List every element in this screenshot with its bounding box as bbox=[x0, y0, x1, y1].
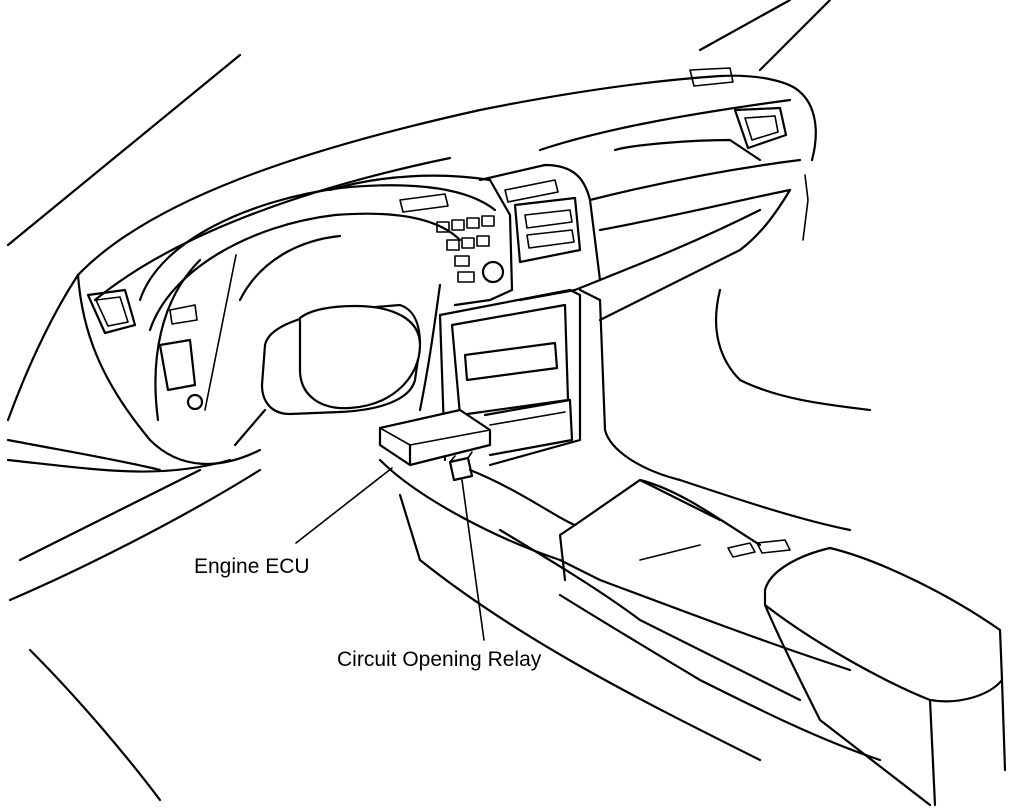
console-armrest bbox=[763, 546, 1007, 807]
steering-column bbox=[233, 303, 422, 447]
right-dash bbox=[588, 138, 872, 532]
windshield-pillars bbox=[6, 0, 832, 247]
center-panel bbox=[478, 163, 602, 302]
relay-leader-line bbox=[461, 479, 485, 641]
center-stack-lower bbox=[438, 288, 602, 467]
center-console bbox=[378, 458, 882, 762]
leader-lines bbox=[295, 467, 485, 641]
circuit-opening-relay-part bbox=[448, 451, 474, 482]
circuit-opening-relay-label: Circuit Opening Relay bbox=[337, 648, 542, 671]
engine-ecu-label: Engine ECU bbox=[194, 555, 310, 578]
engine-ecu-box bbox=[378, 408, 492, 467]
dashboard-top bbox=[76, 67, 817, 302]
left-dash bbox=[6, 273, 262, 802]
ecu-leader-line bbox=[295, 467, 393, 544]
center-stack-upper bbox=[328, 174, 514, 307]
